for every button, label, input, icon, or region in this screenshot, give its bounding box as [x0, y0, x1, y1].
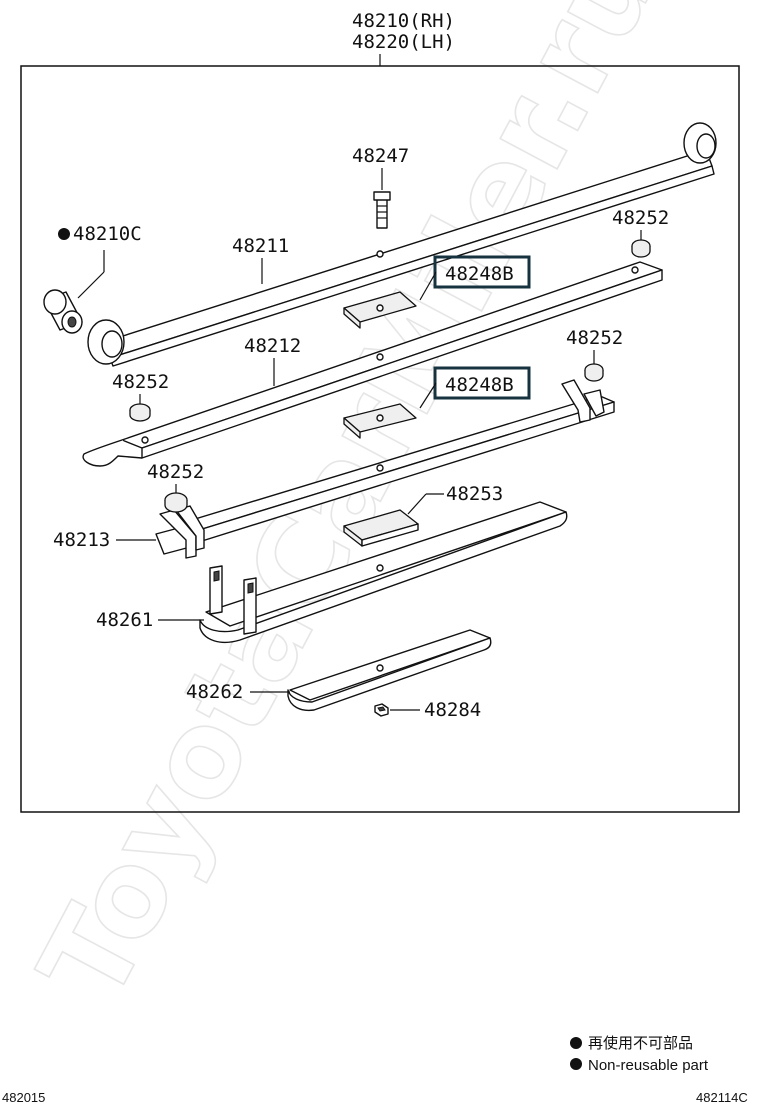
highlight-box-mid — [433, 366, 531, 400]
label-48252-c[interactable]: 48252 — [566, 327, 623, 349]
bumper-48252-b-shape — [129, 403, 151, 422]
legend: 再使用不可部品 Non-reusable part — [570, 1035, 709, 1074]
spacer-48248b-mid-shape — [343, 403, 417, 439]
footer-right-code: 482114C — [696, 1090, 748, 1105]
legend-jp-text: 再使用不可部品 — [588, 1035, 693, 1052]
bushing-48210c-shape — [43, 289, 83, 334]
bumper-48252-a-shape — [631, 239, 651, 258]
legend-en-text: Non-reusable part — [588, 1057, 709, 1074]
bumper-48252-d-shape — [164, 492, 188, 513]
center-bolt-48247-shape — [373, 191, 391, 229]
label-48262[interactable]: 48262 — [186, 681, 243, 703]
assembly-part-lh[interactable]: 48220(LH) — [352, 31, 455, 53]
assembly-part-rh[interactable]: 48210(RH) — [352, 10, 455, 32]
nut-48284-shape — [374, 703, 389, 717]
label-48248b-top[interactable]: 48248B — [445, 263, 514, 285]
label-48284[interactable]: 48284 — [424, 699, 481, 721]
leaf-48213-shape — [155, 379, 615, 559]
label-48261[interactable]: 48261 — [96, 609, 153, 631]
legend-dot-icon-2 — [570, 1058, 582, 1070]
bumper-48252-c-shape — [584, 363, 604, 382]
pad-48253-shape — [343, 509, 419, 547]
label-48213[interactable]: 48213 — [53, 529, 110, 551]
spacer-48248b-top-shape — [343, 291, 417, 329]
label-48252-a[interactable]: 48252 — [612, 207, 669, 229]
leaf-48262-shape — [287, 629, 492, 712]
leaf-48261-shape — [199, 501, 568, 644]
label-48211[interactable]: 48211 — [232, 235, 289, 257]
label-48212[interactable]: 48212 — [244, 335, 301, 357]
footer-left-code: 482015 — [2, 1090, 45, 1105]
label-48248b-mid[interactable]: 48248B — [445, 374, 514, 396]
non-reusable-dot-icon — [58, 228, 70, 240]
watermark-text: ToyotaCarMiler.ru — [13, 0, 685, 1023]
leaf-48211-shape — [87, 122, 717, 367]
highlight-box-top — [433, 255, 531, 289]
label-48247[interactable]: 48247 — [352, 145, 409, 167]
label-48253[interactable]: 48253 — [446, 483, 503, 505]
leaf-48212-shape — [82, 261, 663, 467]
label-48252-b[interactable]: 48252 — [112, 371, 169, 393]
legend-dot-icon — [570, 1037, 582, 1049]
label-48252-d[interactable]: 48252 — [147, 461, 204, 483]
label-48210c[interactable]: 48210C — [73, 223, 142, 245]
